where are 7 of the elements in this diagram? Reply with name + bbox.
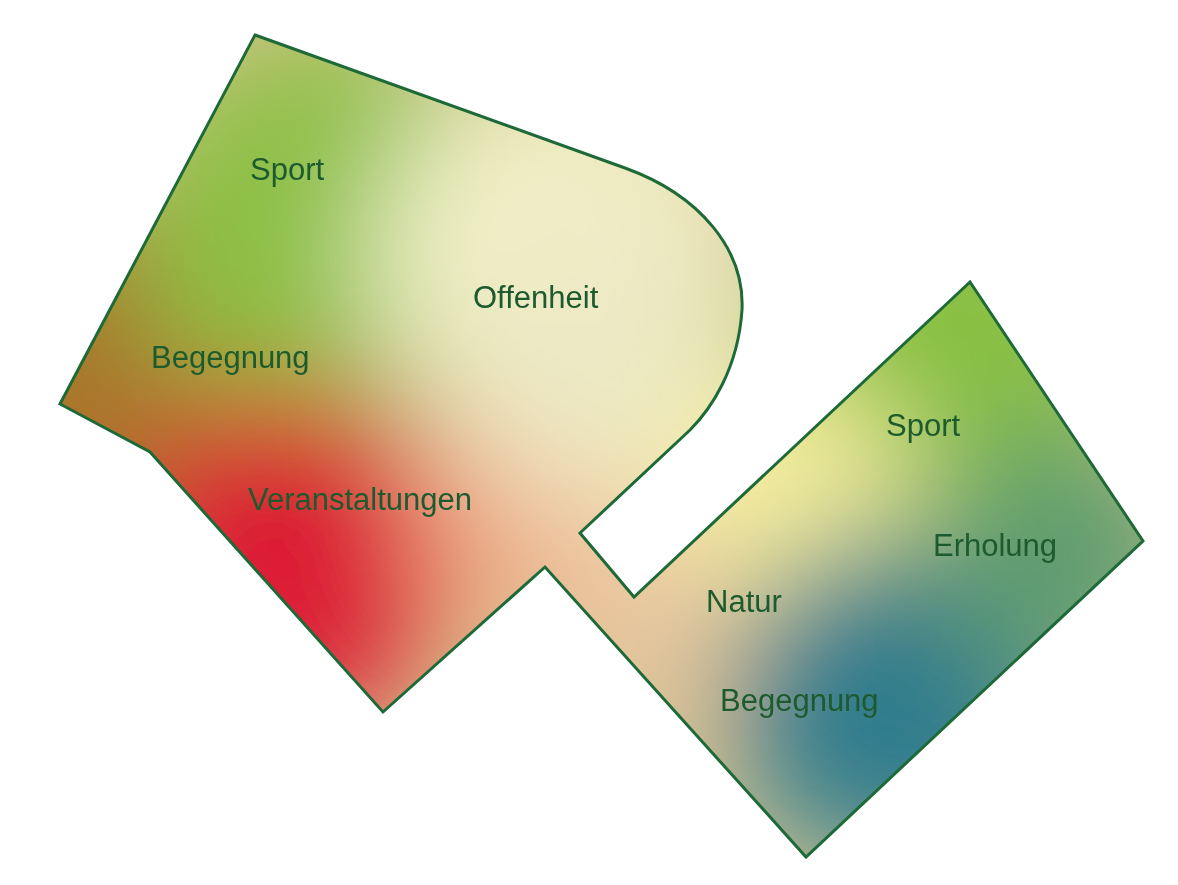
area-label: Veranstaltungen xyxy=(248,482,473,518)
area-label: Begegnung xyxy=(151,340,310,376)
area-label: Erholung xyxy=(933,528,1058,564)
area-label: Sport xyxy=(886,408,961,444)
area-label: Natur xyxy=(706,584,782,620)
area-label: Offenheit xyxy=(473,280,599,316)
area-label: Sport xyxy=(250,152,325,188)
